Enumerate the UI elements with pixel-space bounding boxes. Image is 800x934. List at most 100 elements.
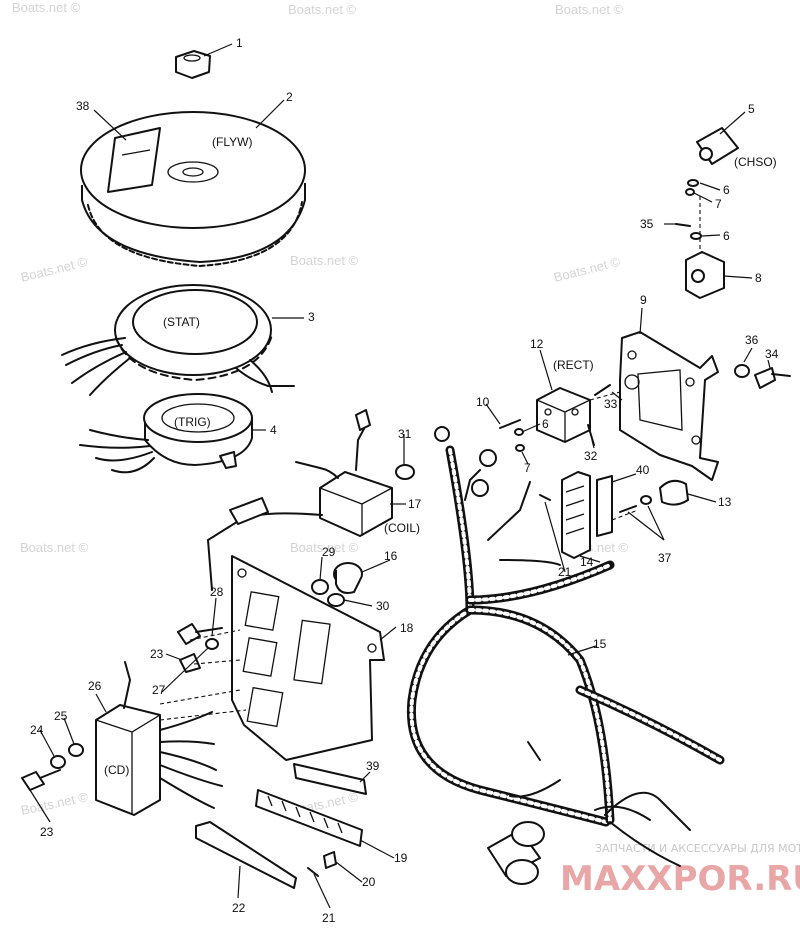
callout: 36 [745, 333, 759, 347]
callout: 12 [530, 337, 544, 351]
cd-module [95, 661, 223, 816]
washer-25 [68, 743, 84, 757]
callout: 28 [210, 585, 224, 599]
callout: 7 [715, 197, 722, 211]
watermark: Boats.net © [12, 0, 81, 15]
callout: 10 [476, 395, 490, 409]
callout: 33 [604, 397, 618, 411]
callout: 21 [322, 911, 336, 925]
callout: 20 [362, 875, 376, 889]
screw-7b [515, 444, 525, 452]
watermark: Boats.net © [290, 253, 359, 268]
assembly-lines [159, 196, 701, 721]
screw-10 [499, 419, 521, 429]
screw-21 [539, 494, 551, 501]
chso-label: (CHSO) [734, 155, 777, 169]
screw-37 [619, 495, 652, 513]
leader-lines [29, 43, 771, 909]
grommet-31 [395, 464, 415, 480]
terminal-block [561, 471, 591, 559]
washer-6 [687, 179, 699, 187]
callout: 35 [640, 217, 654, 231]
watermark: Boats.net © [19, 254, 89, 285]
terminal-strip-19 [255, 789, 363, 847]
callout: 37 [658, 551, 672, 565]
callout: 24 [30, 723, 44, 737]
cd-label: (CD) [104, 763, 129, 777]
screw-34 [754, 367, 791, 389]
component-labels: (FLYW) (STAT) (TRIG) (CHSO) (RECT) (COIL… [104, 135, 777, 777]
callout: 16 [384, 549, 398, 563]
callout: 5 [748, 102, 755, 116]
stator [61, 284, 295, 396]
pin-35 [675, 223, 691, 227]
callout: 2 [286, 90, 293, 104]
callout: 23 [150, 647, 164, 661]
nut-30 [327, 593, 345, 607]
callout: 6 [723, 229, 730, 243]
callout: 21 [558, 565, 572, 579]
electrical-mount-plate [231, 555, 385, 761]
washer-6b [690, 232, 702, 240]
callout: 13 [718, 495, 732, 509]
watermark: Boats.net © [555, 2, 624, 17]
watermark: Boats.net © [288, 2, 357, 17]
bolt-23b [21, 769, 61, 791]
flywheel-label: (FLYW) [212, 135, 252, 149]
callout: 15 [593, 637, 607, 651]
callout: 4 [270, 423, 277, 437]
callout: 7 [524, 461, 531, 475]
coil [206, 409, 393, 591]
callout: 3 [308, 310, 315, 324]
watermark: Boats.net © [20, 540, 89, 555]
washer-27 [205, 638, 219, 650]
flywheel-nut [175, 50, 211, 79]
coil-label: (COIL) [384, 521, 420, 535]
callout: 23 [40, 825, 54, 839]
washer-6c [514, 428, 524, 436]
callout: 39 [366, 759, 380, 773]
callout: 32 [584, 449, 598, 463]
callout: 26 [88, 679, 102, 693]
screw-21b [307, 867, 319, 877]
watermark: Boats.net © [20, 789, 90, 818]
callout: 6 [723, 183, 730, 197]
trigger [79, 393, 253, 474]
callout: 17 [408, 497, 422, 511]
rectifier [536, 387, 591, 443]
callout: 22 [232, 901, 246, 915]
grommet-29 [311, 579, 329, 595]
callout: 29 [322, 545, 336, 559]
callout: 27 [152, 683, 166, 697]
callout: 18 [400, 621, 414, 635]
callout: 19 [394, 851, 408, 865]
cover-40 [596, 475, 613, 537]
callout: 14 [580, 555, 594, 569]
callout: 1 [236, 36, 243, 50]
callout: 40 [636, 463, 650, 477]
callout-numbers: 1 2 38 3 4 5 6 7 35 6 8 9 36 34 12 33 10… [30, 36, 779, 925]
rectifier-label: (RECT) [553, 358, 594, 372]
callout: 31 [398, 427, 412, 441]
insulator-22 [195, 821, 297, 889]
bolt-28 [177, 623, 223, 645]
nut-24 [50, 755, 66, 769]
callout: 9 [640, 293, 647, 307]
callout: 8 [755, 271, 762, 285]
callout: 38 [76, 99, 90, 113]
capacitor-16 [333, 562, 363, 594]
bracket-8 [685, 251, 725, 299]
wiring-harness [406, 426, 725, 885]
screw-7 [685, 188, 695, 196]
bolt-23 [179, 653, 201, 673]
callout: 30 [376, 599, 390, 613]
washer-36 [734, 364, 750, 378]
clamp-13 [659, 479, 689, 506]
trigger-label: (TRIG) [174, 415, 211, 429]
screw-33 [594, 384, 611, 396]
shop-watermark-caption: ЗАПЧАСТИ И АКСЕССУАРЫ ДЛЯ МОТОТЕХНИКИ [595, 842, 800, 855]
watermark: Boats.net © [552, 254, 622, 285]
callout: 34 [765, 347, 779, 361]
callout: 25 [54, 709, 68, 723]
